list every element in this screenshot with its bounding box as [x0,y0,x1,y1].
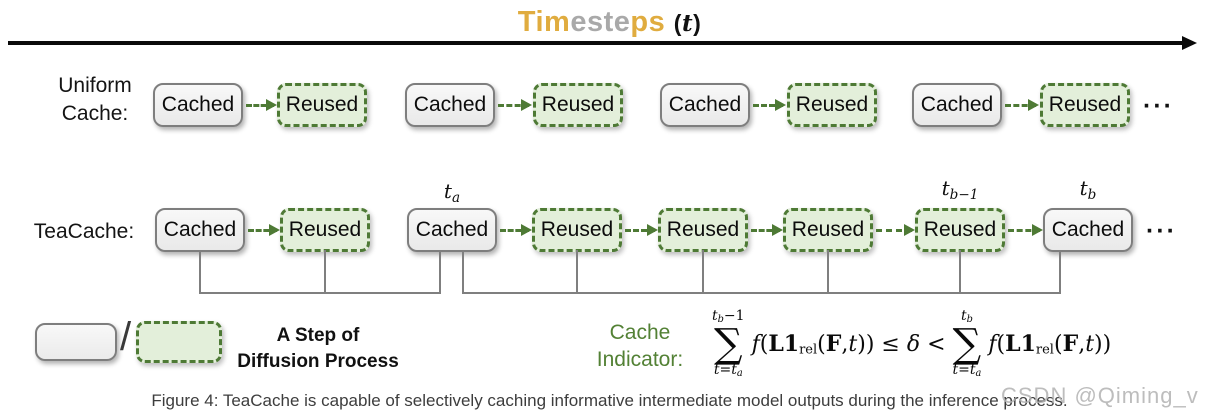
summation-symbol: tb ∑ t=ta [952,308,982,379]
tick-label-ta: ta [443,179,461,206]
arrowhead-icon [1032,224,1043,236]
connector-line [199,250,201,294]
title-part-gold1: Tim [517,6,571,38]
summation-symbol: tb−1 ∑ t=ta [712,308,745,379]
arrowhead-icon [647,224,658,236]
dashed-arrow-icon [625,224,658,236]
arrowhead-icon [269,224,280,236]
uniform-cache-label: Uniform Cache: [35,72,155,127]
arrowhead-icon [1028,99,1039,111]
dashed-arrow-icon [500,224,532,236]
dashed-arrow-icon [498,99,532,111]
reused-box: Reused [280,208,370,252]
teacache-row-ellipsis: ··· [1146,217,1177,245]
teacache-label: TeaCache: [33,220,135,243]
figure-caption: Figure 4: TeaCache is capable of selecti… [151,391,1068,410]
legend-text-line1: A Step of [276,325,360,346]
dashed-arrow-icon [876,224,915,236]
cached-box: Cached [1043,208,1133,252]
cache-indicator-label: Cache Indicator: [580,319,700,374]
title-timestep-symbol: (t) [673,10,702,37]
dashed-arrow-icon [248,224,280,236]
cached-box: Cached [660,83,750,127]
arrowhead-icon [521,224,532,236]
cached-box: Cached [407,208,497,252]
formula-term: f(L1rel(F,t)) [751,330,875,358]
reused-box: Reused [787,83,877,127]
arrowhead-icon [1182,36,1197,50]
reused-box: Reused [277,83,367,127]
timeline-arrow [8,36,1197,50]
reused-box: Reused [658,208,748,252]
indicator-label-line1: Cache [609,321,671,344]
dashed-arrow-icon [246,99,277,111]
tick-label-tb-1: tb−1 [941,176,979,203]
connector-line [199,292,441,294]
legend-slash: / [120,315,132,359]
title-part-gold2: ps [630,6,666,38]
cached-box: Cached [155,208,245,252]
reused-box: Reused [915,208,1005,252]
title-part-gray: este [570,6,631,38]
indicator-label-line2: Indicator: [596,348,684,372]
dashed-arrow-icon [1008,224,1043,236]
reused-box: Reused [532,208,622,252]
connector-line [702,250,704,294]
legend-text-line2: Diffusion Process [237,350,399,372]
cache-indicator-formula: tb−1 ∑ t=ta f(L1rel(F,t)) ≤ δ < tb ∑ t=t… [712,306,1111,382]
arrowhead-icon [266,99,277,111]
cached-box: Cached [153,83,243,127]
uniform-label-line1: Uniform [58,74,132,97]
tick-label-tb: tb [1079,176,1097,203]
legend-text: A Step of Diffusion Process [228,323,408,374]
figure-title: Timesteps (t) [0,6,1219,39]
csdn-watermark: CSDN @Qiming_v [1001,383,1199,408]
legend-reused-swatch [136,321,222,363]
cached-box: Cached [912,83,1002,127]
connector-line [576,250,578,294]
cached-box: Cached [405,83,495,127]
reused-box: Reused [533,83,623,127]
dashed-arrow-icon [751,224,783,236]
arrowhead-icon [775,99,786,111]
arrowhead-icon [904,224,915,236]
arrowhead-icon [521,99,532,111]
connector-line [324,250,326,294]
dashed-arrow-icon [753,99,786,111]
formula-relation: ≤ δ < [881,331,946,357]
connector-line [1059,250,1061,294]
formula-term: f(L1rel(F,t)) [988,330,1112,358]
legend-cached-swatch [35,323,117,361]
reused-box: Reused [1040,83,1130,127]
dashed-arrow-icon [1005,99,1039,111]
uniform-label-line2: Cache: [61,101,129,125]
connector-line [462,250,464,294]
connector-line [439,250,441,294]
connector-line [827,250,829,294]
uniform-row-ellipsis: ··· [1143,92,1174,120]
connector-line [959,250,961,294]
arrowhead-icon [772,224,783,236]
connector-line [462,292,1061,294]
reused-box: Reused [783,208,873,252]
